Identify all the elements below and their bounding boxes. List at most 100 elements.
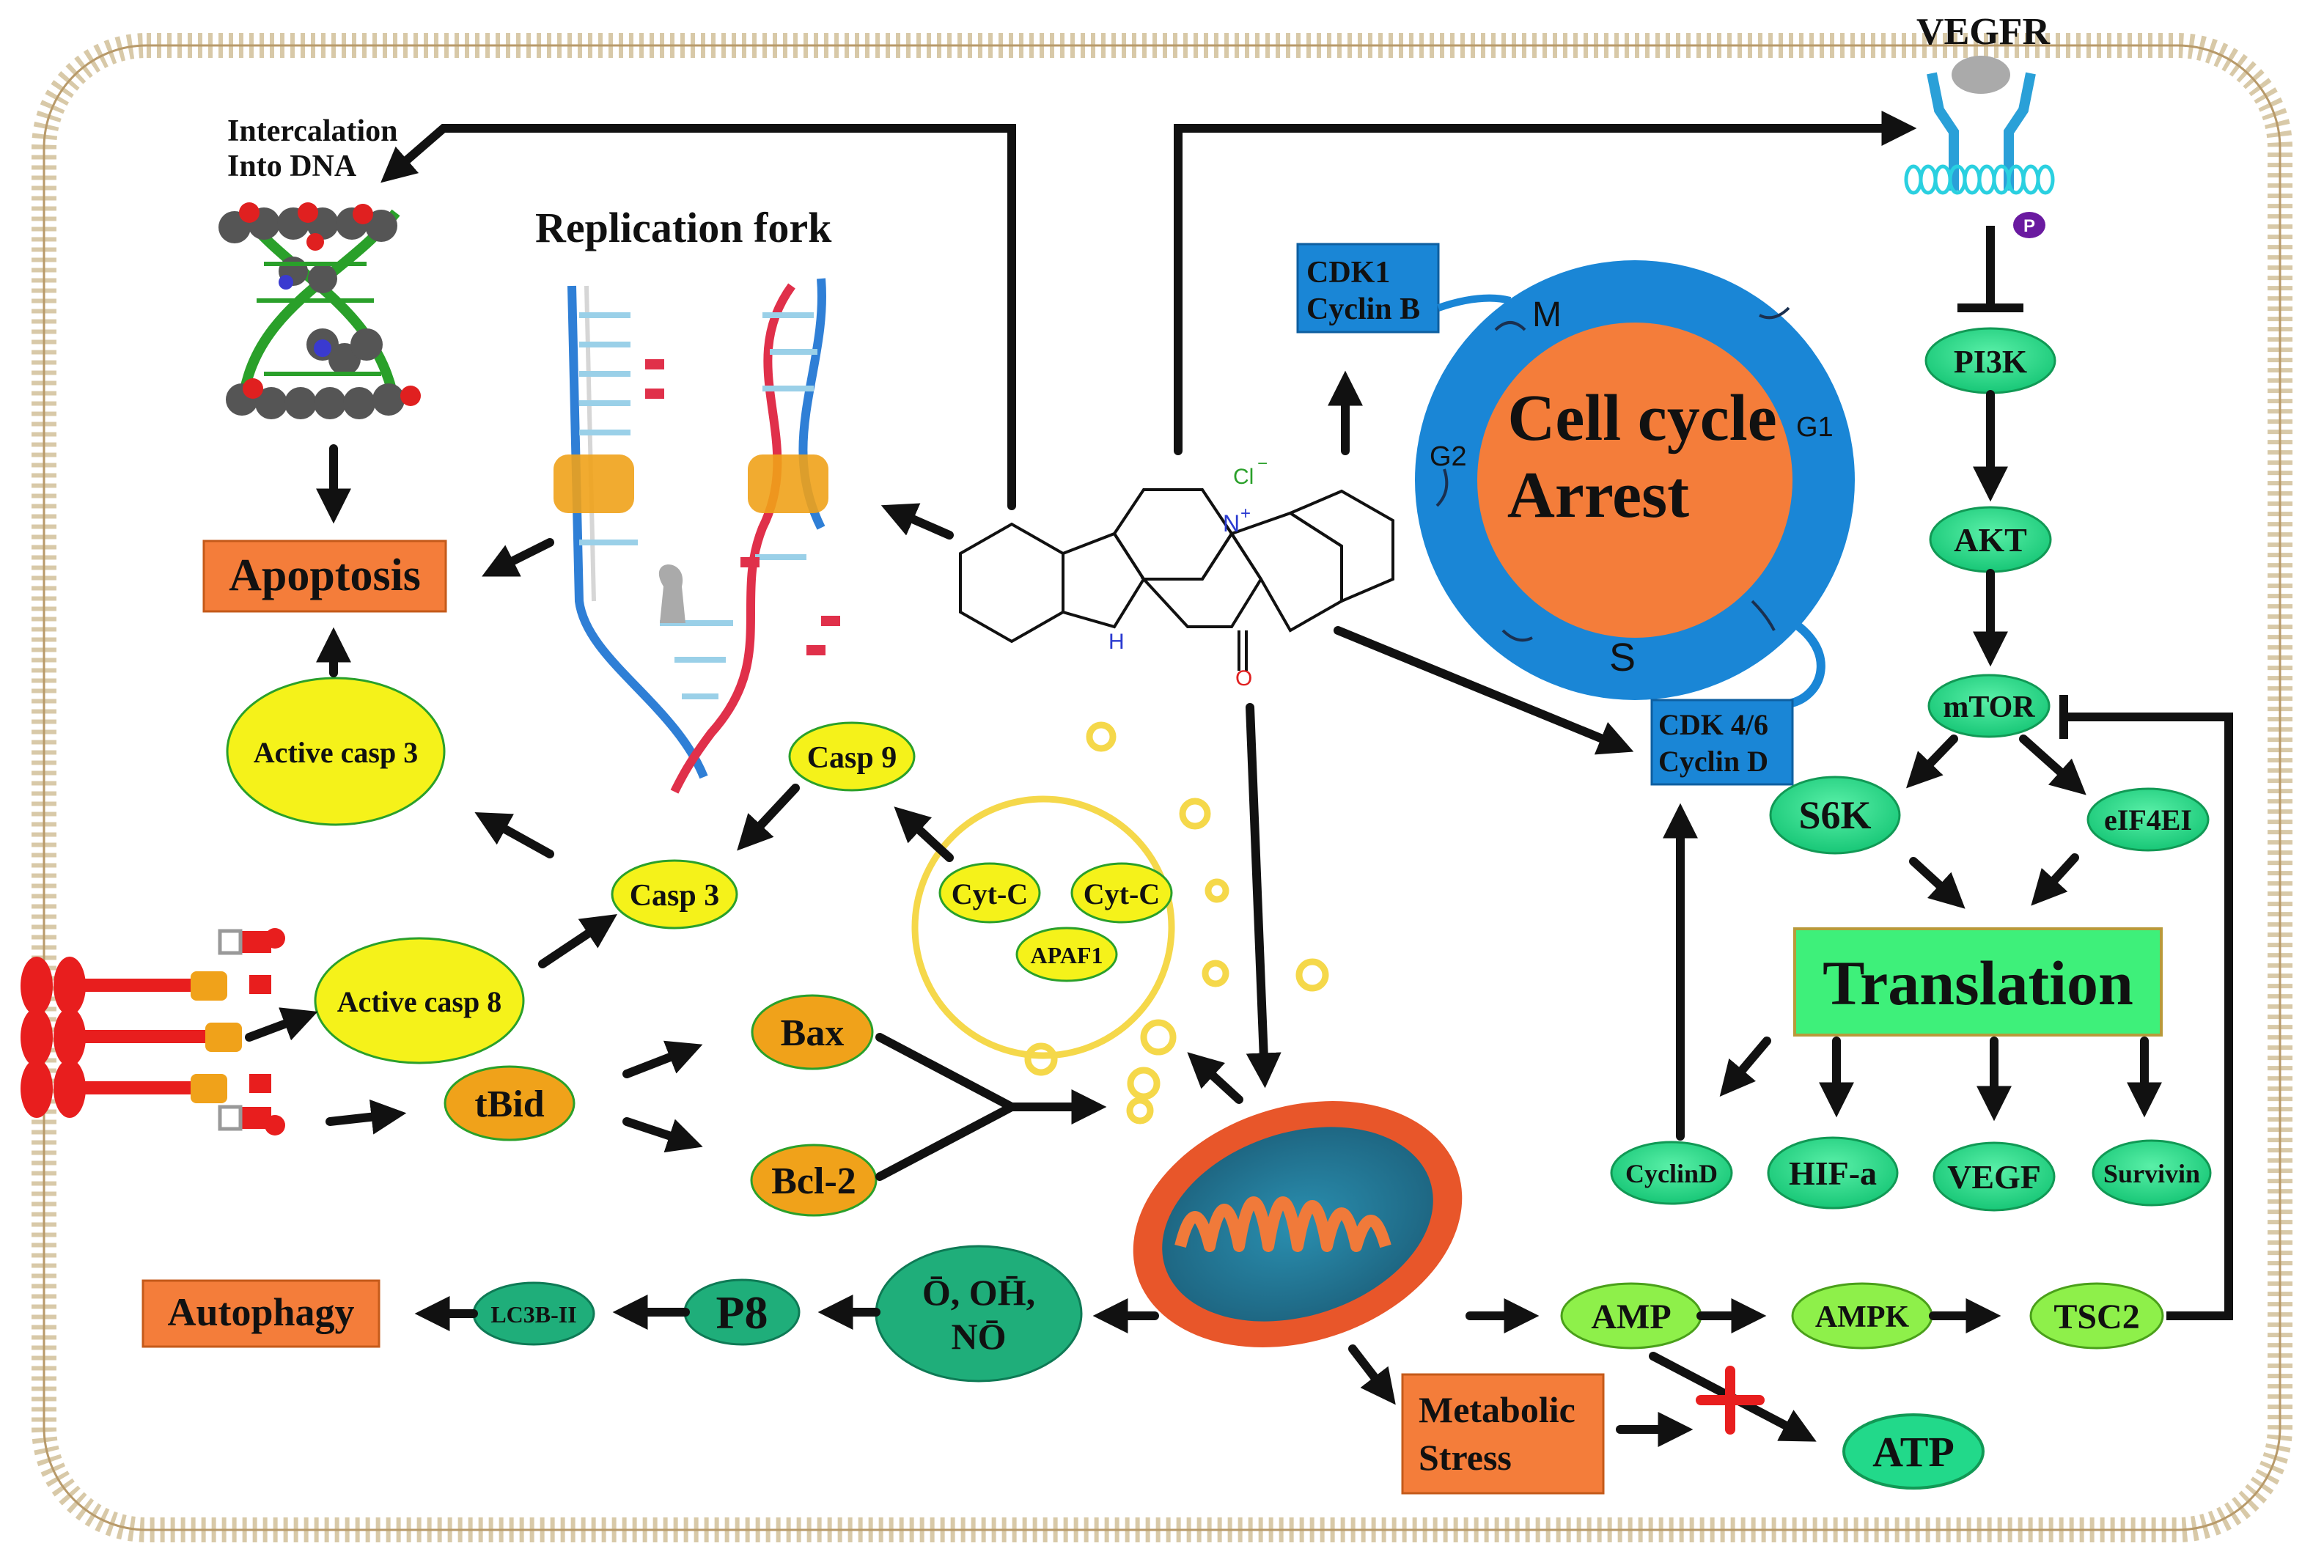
cdk46-label-line2: Cyclin D (1658, 745, 1768, 778)
cytc1-node (938, 862, 1041, 924)
translation-label: Translation (1823, 948, 2133, 1018)
nitrogen-label: N (1223, 510, 1240, 537)
oxygen-label: O (1235, 666, 1252, 691)
lc3b-label: LC3B-II (490, 1301, 576, 1328)
dna-intercalation-model (218, 202, 421, 419)
cytc2-node (1070, 862, 1173, 924)
autophagy-label: Autophagy (167, 1290, 354, 1334)
cytochrome-bubbles (1024, 721, 1329, 1125)
pi3k-node: PI3K (1924, 327, 2056, 394)
bcl2-node: Bcl-2 (750, 1144, 878, 1217)
vegfr-receptor-icon: P (1904, 56, 2055, 238)
lc3b-node: LC3B-II (472, 1281, 595, 1346)
cell-cycle-wheel: Cell cycle Arrest M G1 G2 S (1415, 260, 1855, 708)
chloride-charge: − (1257, 454, 1268, 474)
hifa-label: HIF-a (1789, 1155, 1877, 1192)
active-casp3-label: Active casp 3 (254, 736, 418, 769)
casp9-node: Casp 9 (788, 721, 916, 792)
bax-label: Bax (781, 1012, 845, 1054)
akt-label: AKT (1954, 521, 2027, 559)
vegf-label: VEGF (1947, 1158, 2041, 1196)
replication-fork-label: Replication fork (535, 204, 832, 251)
death-receptor-icon (21, 928, 285, 1135)
cyclind-node: CyclinD (1610, 1141, 1733, 1205)
cdk46-cyclind-box: CDK 4/6 Cyclin D (1650, 699, 1794, 786)
phase-g2-label: G2 (1430, 441, 1467, 472)
arrows (245, 111, 2162, 1447)
tsc2-node: TSC2 (2029, 1282, 2164, 1350)
vegf-node: VEGF (1933, 1141, 2056, 1212)
apoptosis-label: Apoptosis (229, 551, 421, 600)
eif4ei-label: eIF4EI (2104, 803, 2192, 836)
metabolic-stress-box: Metabolic Stress (1401, 1373, 1605, 1495)
intercalation-label-line2: Into DNA (227, 150, 357, 183)
cytc1-label: Cyt-C (952, 877, 1028, 910)
apoptosis-box: Apoptosis (202, 540, 447, 613)
phospho-label: P (2023, 216, 2035, 236)
hifa-node: HIF-a (1767, 1136, 1899, 1210)
replication-fork-illustration (554, 278, 840, 794)
cytc2-label: Cyt-C (1084, 877, 1160, 910)
cdk1-label-line1: CDK1 (1306, 256, 1390, 290)
casp3-label: Casp 3 (630, 879, 720, 913)
vegfr-label: VEGFR (1916, 11, 2051, 53)
apaf1-node (1015, 927, 1118, 982)
active-casp8-label: Active casp 8 (337, 985, 501, 1018)
p8-label: P8 (716, 1287, 768, 1339)
phase-s-label: S (1609, 636, 1636, 680)
chloride-label: Cl (1233, 465, 1254, 489)
cdk1-label-line2: Cyclin B (1306, 292, 1420, 326)
s6k-node: S6K (1769, 776, 1901, 855)
ampk-label: AMPK (1815, 1300, 1910, 1334)
tbid-node: tBid (444, 1065, 576, 1141)
survivin-label: Survivin (2103, 1159, 2200, 1188)
survivin-node: Survivin (2092, 1139, 2212, 1207)
akt-node: AKT (1929, 506, 2052, 573)
phase-m-label: M (1532, 295, 1562, 334)
mitochondrion-icon (1133, 1101, 1463, 1347)
casp9-label: Casp 9 (807, 741, 897, 775)
inhibition-lines (1957, 226, 2233, 1320)
nitrogen-charge: + (1240, 504, 1251, 523)
s6k-label: S6K (1798, 793, 1871, 837)
cyclind-label: CyclinD (1625, 1159, 1718, 1188)
tbid-label: tBid (474, 1083, 544, 1125)
cdk1-cyclinb-box: CDK1 Cyclin B (1296, 243, 1440, 334)
ros-node: Ō, OH̄, NŌ (875, 1245, 1083, 1383)
eif4ei-node: eIF4EI (2086, 787, 2210, 852)
intercalation-label: Intercalation Into DNA (227, 114, 398, 183)
p8-node: P8 (683, 1278, 801, 1346)
apaf1-label: APAF1 (1031, 942, 1103, 968)
mtor-node: mTOR (1927, 674, 2051, 738)
autophagy-box: Autophagy (141, 1279, 380, 1348)
apoptosome: Cyt-C Cyt-C APAF1 (911, 795, 1175, 1059)
nh-label: H (1108, 630, 1125, 654)
amp-node: AMP (1560, 1282, 1702, 1350)
mtor-label: mTOR (1943, 691, 2035, 724)
fascaplysin-molecule (959, 488, 1394, 671)
active-casp8-node: Active casp 8 (314, 937, 525, 1064)
pi3k-label: PI3K (1954, 344, 2027, 380)
cell-cycle-label-line1: Cell cycle (1507, 382, 1776, 454)
cdk46-label-line1: CDK 4/6 (1658, 708, 1768, 741)
intercalation-label-line1: Intercalation (227, 114, 398, 148)
bcl2-label: Bcl-2 (771, 1160, 856, 1202)
ampk-node: AMPK (1791, 1282, 1933, 1350)
ros-label-line2: NŌ (952, 1316, 1007, 1357)
phase-g1-label: G1 (1796, 412, 1834, 443)
atp-node: ATP (1842, 1413, 1985, 1490)
cell-cycle-label-line2: Arrest (1507, 459, 1689, 531)
bax-node: Bax (751, 994, 874, 1070)
metabolic-label-line1: Metabolic (1419, 1389, 1575, 1430)
cell-membrane (32, 33, 2292, 1542)
tsc2-label: TSC2 (2053, 1298, 2139, 1336)
ros-label-line1: Ō, OH̄, (922, 1272, 1035, 1313)
translation-box: Translation (1793, 927, 2163, 1037)
amp-label: AMP (1591, 1298, 1671, 1336)
atp-label: ATP (1872, 1428, 1955, 1476)
active-casp3-node: Active casp 3 (226, 677, 446, 826)
metabolic-label-line2: Stress (1419, 1437, 1512, 1478)
block-cross-icon (1696, 1366, 1765, 1435)
casp3-node: Casp 3 (611, 859, 738, 930)
